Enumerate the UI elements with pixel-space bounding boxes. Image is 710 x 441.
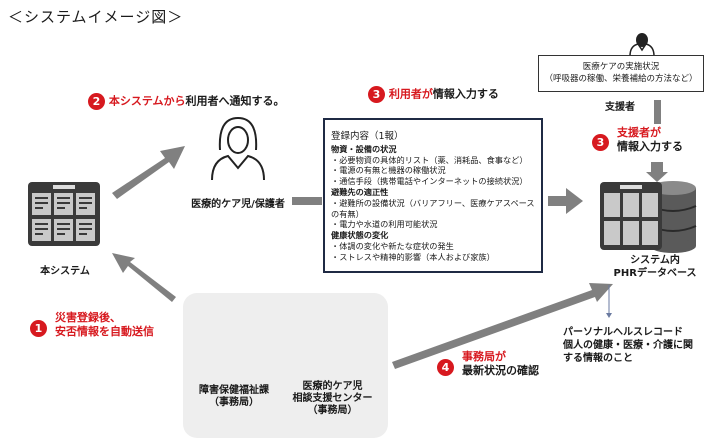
registration-info-box: 登録内容（1報） 物資・設備の状況 ・必要物資の具体的リスト（薬、消耗品、食事な… [323, 118, 543, 273]
supporter-label: 支援者 [605, 102, 635, 113]
step-3-supporter-badge-wrap: 3 [592, 132, 609, 151]
person-icon-parent [211, 116, 265, 181]
step-text: 利用者へ通知する。 [185, 94, 285, 108]
step-red-text-2: 安否情報を自動送信 [55, 325, 154, 338]
info-item: ・必要物資の具体的リスト（薬、消耗品、食事など） [331, 154, 528, 165]
step-badge: 2 [88, 93, 105, 110]
step-badge: 3 [592, 134, 609, 151]
office1-label-line2: （事務局） [209, 397, 259, 408]
step-badge: 1 [30, 320, 47, 337]
parent-label: 医療的ケア児/保護者 [191, 199, 285, 210]
step-red-text: 支援者が [617, 126, 661, 139]
step-text: 情報入力する [617, 140, 683, 153]
database-icon [600, 181, 697, 253]
office-staff-panel [183, 293, 388, 438]
info-section-title: 健康状態の変化 [331, 230, 389, 241]
step-4-badge-wrap: 4 [437, 357, 454, 376]
office2-label-line3: （事務局） [307, 405, 358, 416]
care-line2: （呼吸器の稼働、栄養補給の方法など） [544, 74, 698, 84]
office2-label: 医療的ケア児 相談支援センター （事務局） [285, 381, 380, 417]
step-text: 情報入力する [432, 87, 499, 101]
info-heading: 登録内容（1報） [331, 131, 404, 142]
step-badge: 3 [368, 86, 385, 103]
arrow-office-to-db [392, 283, 613, 369]
phr-db-label: システム内 PHRデータベース [600, 254, 710, 280]
main-system-label: 本システム [40, 266, 90, 277]
arrow-supporter-down [646, 100, 668, 182]
arrow-infobox-to-db [548, 188, 583, 214]
phr-desc-line1: パーソナルヘルスレコード [563, 327, 683, 338]
phr-desc-line3: する情報のこと [563, 353, 633, 364]
info-item: ・通信手段（携帯電話やインターネットの接続状況） [331, 176, 528, 187]
info-item: ・体調の変化や新たな症状の発生 [331, 240, 454, 251]
phr-db-label-line2: PHRデータベース [613, 268, 697, 279]
info-section-title: 物資・設備の状況 [331, 143, 397, 154]
care-line1: 医療ケアの実施状況 [582, 62, 660, 72]
step-3-user: 3 利用者が情報入力する [368, 86, 499, 103]
step-red-text: 本システムから [108, 94, 186, 108]
info-item: ・電力や水道の利用可能状況 [331, 219, 438, 230]
info-item: ・避難所の設備状況（バリアフリー、医療ケアスペースの有無） [331, 197, 535, 219]
step-text: 最新状況の確認 [462, 364, 539, 377]
step-1: 災害登録後、 安否情報を自動送信 [55, 311, 154, 339]
care-status-box: 医療ケアの実施状況 （呼吸器の稼働、栄養補給の方法など） [538, 55, 704, 92]
phr-db-label-line1: システム内 [630, 255, 680, 266]
arrow-system-to-parent [112, 146, 185, 199]
step-red-text: 事務局が [462, 350, 506, 363]
step-1-badge-wrap: 1 [30, 318, 47, 337]
office1-label-line1: 障害保健福祉課 [199, 385, 269, 396]
step-red-text: 利用者が [388, 87, 433, 101]
step-2: 2 本システムから利用者へ通知する。 [88, 93, 285, 110]
office2-label-line1: 医療的ケア児 [302, 381, 363, 392]
person-icon-supporter [629, 33, 655, 57]
office1-label: 障害保健福祉課 （事務局） [190, 385, 278, 409]
diagram-title: ＜システムイメージ図＞ [8, 8, 184, 26]
arrow-office-to-system [112, 253, 176, 302]
server-icon [28, 182, 100, 246]
phr-desc-line2: 個人の健康・医療・介護に関 [563, 340, 693, 351]
step-4: 事務局が 最新状況の確認 [462, 350, 539, 378]
phr-description: パーソナルヘルスレコード 個人の健康・医療・介護に関 する情報のこと [563, 326, 693, 365]
info-item: ・ストレスや精神的影響（本人および家族） [331, 251, 495, 262]
step-badge: 4 [437, 359, 454, 376]
step-red-text: 災害登録後、 [55, 311, 121, 324]
arrow-parent-to-infobox [292, 197, 322, 205]
info-item: ・電源の有無と機器の稼働状況 [331, 165, 446, 176]
office2-label-line2: 相談支援センター [292, 393, 373, 404]
step-3-supporter: 支援者が 情報入力する [617, 126, 683, 154]
info-section-title: 避難先の適正性 [331, 186, 389, 197]
